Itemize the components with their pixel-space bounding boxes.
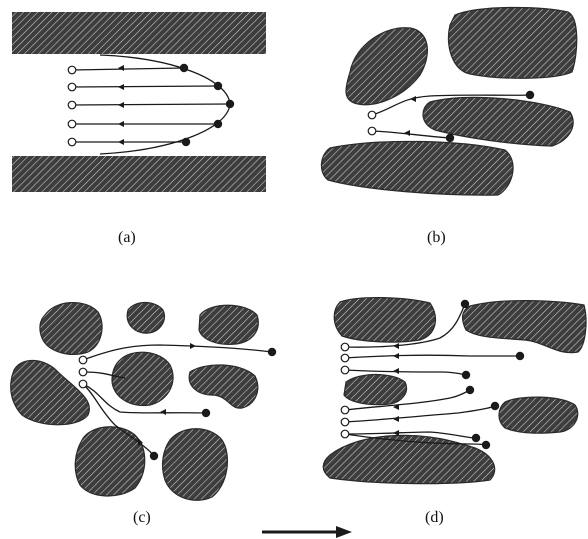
start-point (341, 406, 349, 414)
start-point (341, 354, 349, 362)
top-wall (12, 12, 266, 54)
grain (163, 429, 228, 501)
end-point (516, 352, 524, 360)
flow-lines (72, 65, 230, 145)
end-point (472, 434, 480, 442)
end-point (150, 452, 158, 460)
grain (463, 301, 586, 353)
start-point (341, 430, 349, 438)
grain (321, 141, 513, 195)
start-point (368, 111, 376, 119)
start-points (68, 66, 76, 146)
end-point (462, 371, 470, 379)
start-point (368, 127, 376, 135)
panel-label-d: (d) (425, 510, 444, 526)
panel-label-b: (b) (427, 230, 446, 246)
end-point (466, 386, 474, 394)
panel-d (323, 298, 586, 484)
panel-label-a: (a) (118, 230, 136, 246)
start-point (341, 366, 349, 374)
end-point (491, 402, 499, 410)
grain (323, 435, 494, 483)
start-point (79, 368, 87, 376)
start-point (79, 380, 87, 388)
grain (112, 352, 173, 405)
end-point (202, 409, 210, 417)
panel-c (11, 303, 276, 501)
grain (127, 303, 164, 334)
start-point (341, 418, 349, 426)
panel-b (321, 7, 576, 195)
grain (346, 28, 427, 105)
panel-label-c: (c) (133, 510, 151, 526)
end-point (526, 91, 534, 99)
end-points (180, 64, 234, 146)
start-point (79, 356, 87, 364)
grain (334, 298, 435, 343)
grain (423, 97, 573, 146)
grain (11, 360, 90, 424)
bottom-wall (12, 156, 266, 192)
end-point (482, 441, 490, 449)
grain (344, 375, 407, 405)
grain (189, 365, 258, 408)
panel-a (12, 12, 266, 192)
end-point (268, 348, 276, 356)
grain (75, 427, 145, 496)
grain (448, 7, 576, 78)
start-point (341, 343, 349, 351)
flow-direction-arrow (262, 526, 352, 538)
end-point (446, 134, 454, 142)
grain (40, 303, 102, 355)
grain (499, 397, 578, 433)
grain (199, 305, 258, 344)
end-point (461, 300, 469, 308)
